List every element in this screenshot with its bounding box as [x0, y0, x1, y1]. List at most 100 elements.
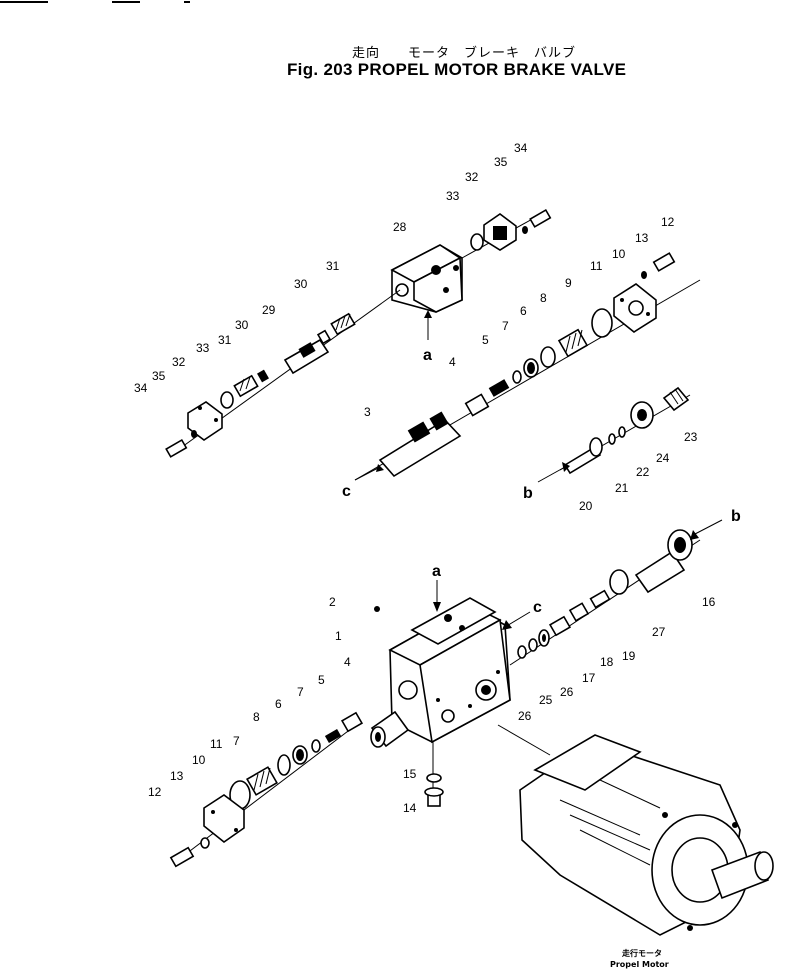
spring-9: [557, 328, 589, 358]
plug-2: [374, 606, 380, 612]
ref-letter-b-lower: b: [731, 508, 741, 525]
part-label-6-lower: 6: [275, 697, 282, 711]
motor-caption-japanese: 走行モータ: [621, 948, 662, 958]
ring-25: [528, 638, 538, 652]
part-label-35-left: 35: [152, 369, 166, 383]
spring-31-lower: [233, 374, 259, 398]
part-label-11-upper: 11: [590, 259, 603, 273]
cover-plate-32-right: [483, 213, 517, 251]
nut-24: [630, 401, 654, 429]
part-label-23: 23: [684, 430, 698, 444]
cap-23: [662, 386, 690, 412]
part-label-13-upper: 13: [635, 231, 649, 245]
part-label-21: 21: [615, 481, 629, 495]
bolt-12-lower: [169, 846, 195, 868]
cover-10-lower: [203, 794, 245, 843]
part-label-24: 24: [656, 451, 670, 465]
part-label-12-lower: 12: [148, 785, 162, 799]
part-label-3: 3: [364, 405, 371, 419]
piston-4-upper: [464, 393, 490, 417]
bolt-34-left: [165, 438, 188, 458]
part-label-34-left: 34: [134, 381, 148, 395]
arrow-c-upper: [354, 464, 384, 481]
part-label-26-lower: 26: [518, 709, 532, 723]
ring-8-lower: [277, 754, 291, 776]
plug-14: [424, 787, 444, 807]
fitting-on-body: [370, 710, 410, 748]
part-label-12-upper: 12: [661, 215, 675, 229]
o-ring-21: [608, 433, 616, 445]
ring-26-a: [517, 645, 527, 659]
o-ring-7-lower: [311, 739, 321, 753]
part-label-27: 27: [652, 625, 666, 639]
arrow-a-upper: [424, 310, 432, 340]
part-label-30-mid: 30: [235, 318, 249, 332]
o-ring-33-right: [470, 233, 484, 251]
ref-letter-b-upper: b: [523, 485, 533, 502]
part-label-31-upper: 31: [326, 259, 340, 273]
washer-35-left: [191, 430, 197, 438]
part-label-18: 18: [600, 655, 614, 669]
part-label-33-left: 33: [196, 341, 210, 355]
washer-35-right: [522, 226, 528, 234]
part-label-11-lower: 11: [210, 737, 223, 751]
o-ring-22: [618, 426, 626, 438]
washer-13-upper: [641, 271, 647, 279]
figure-title: Fig. 203 PROPEL MOTOR BRAKE VALVE: [287, 60, 627, 79]
part-label-8-upper: 8: [540, 291, 547, 305]
spacer-30-upper: [316, 329, 332, 345]
part-label-33-upper: 33: [446, 189, 460, 203]
part-label-22: 22: [636, 465, 650, 479]
part-label-25: 25: [539, 693, 553, 707]
part-label-7-lower-b: 7: [233, 734, 240, 748]
part-label-2: 2: [329, 595, 336, 609]
part-label-34-upper: 34: [514, 141, 528, 155]
part-label-28: 28: [393, 220, 407, 234]
valve-body-1: [388, 597, 511, 744]
part-label-26-upper: 26: [560, 685, 574, 699]
part-label-31-mid: 31: [218, 333, 232, 347]
plug-16: [634, 529, 693, 594]
arrow-b-lower: [690, 519, 723, 540]
piston-18: [568, 602, 590, 622]
o-ring-15: [426, 773, 442, 783]
o-ring-27: [609, 569, 629, 595]
leader-line-motor: [497, 724, 551, 756]
part-label-9: 9: [565, 276, 572, 290]
part-label-35-upper: 35: [494, 155, 508, 169]
washer-13-lower: [200, 837, 210, 849]
ref-letter-a-upper: a: [423, 347, 432, 364]
spacer-30-lower: [257, 369, 269, 383]
part-label-5-upper: 5: [482, 333, 489, 347]
part-label-6-upper: 6: [520, 304, 527, 318]
part-label-10-upper: 10: [612, 247, 626, 261]
seat-6-lower: [292, 745, 308, 765]
cover-plate-32-left: [187, 401, 223, 441]
part-label-29: 29: [262, 303, 276, 317]
part-label-13-lower: 13: [170, 769, 184, 783]
bolt-12-upper: [652, 252, 676, 272]
o-ring-11-upper: [591, 308, 613, 338]
part-label-17: 17: [582, 671, 596, 685]
ref-letter-c-lower: c: [533, 599, 542, 616]
spring-31-upper: [330, 312, 356, 336]
part-label-10-lower: 10: [192, 753, 206, 767]
figure-title-japanese: 走向 モータ ブレーキ バルブ: [352, 46, 577, 61]
o-ring-33-left: [220, 391, 234, 409]
part-label-14: 14: [403, 801, 417, 815]
part-label-7-lower-a: 7: [297, 685, 304, 699]
spring-17: [548, 615, 572, 637]
spring-19: [589, 589, 611, 609]
ref-letter-a-lower: a: [432, 563, 441, 580]
part-label-5-lower: 5: [318, 673, 325, 687]
seat-6-upper: [523, 358, 539, 378]
spring-11-lower: [246, 766, 278, 796]
o-ring-7-upper: [512, 370, 522, 384]
part-label-8-lower: 8: [253, 710, 260, 724]
arrow-c-lower: [502, 611, 531, 630]
part-label-32-left: 32: [172, 355, 186, 369]
ref-letter-c-upper: c: [342, 483, 351, 500]
plug-20: [563, 437, 603, 475]
ring-8-upper: [540, 346, 556, 368]
part-label-32-upper: 32: [465, 170, 479, 184]
